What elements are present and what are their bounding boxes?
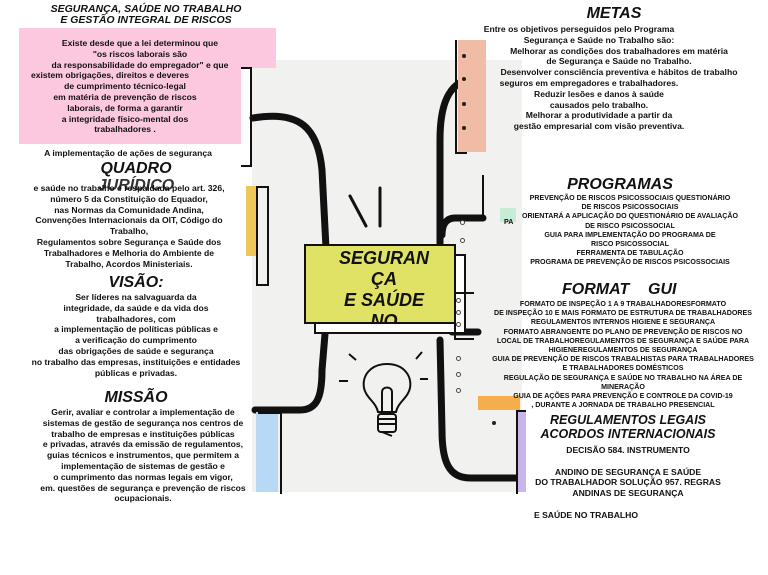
regulamentos-bullet: [492, 421, 496, 425]
quadro-yellow-bar: [246, 186, 256, 256]
pink-note-text: Existe desde que a lei determinou que "o…: [30, 38, 229, 135]
metas-bracket: [455, 40, 467, 154]
visao-heading: VISÃO:: [108, 274, 164, 291]
lightbulb-icon: [339, 351, 428, 437]
metas-bullet: [462, 54, 466, 58]
connector-quadro: [249, 112, 330, 252]
top-left-title: SEGURANÇA, SAÚDE NO TRABALHO E GESTÃO IN…: [50, 3, 242, 26]
formatos-bullet: [456, 356, 461, 361]
center-title-box: SEGURAN ÇA E SAÚDE NO: [304, 244, 456, 324]
programas-heading: PROGRAMAS: [567, 176, 673, 193]
center-title: SEGURAN ÇA E SAÚDE NO: [314, 246, 454, 324]
programas-bracket: [482, 175, 488, 219]
metas-text: Entre os objetivos perseguidos pelo Prog…: [483, 24, 738, 132]
implementation-note: A implementação de ações de segurança: [44, 148, 212, 158]
formatos-heading-right: GUI: [648, 281, 677, 298]
formatos-heading: FORMAT: [562, 281, 630, 298]
formatos-bullet: [456, 322, 461, 327]
formatos-bullet: [456, 388, 461, 393]
formatos-bracket: [454, 292, 474, 340]
pink-note-box: [19, 28, 276, 68]
pink-bracket: [241, 67, 252, 167]
rays-icon: [348, 186, 382, 228]
regulamentos-text: DECISÃO 584. INSTRUMENTO ANDINO DE SEGUR…: [533, 445, 721, 520]
formatos-bullet: [456, 298, 461, 303]
quadro-heading-overlap: JURÍDICO: [97, 177, 175, 194]
formatos-orange-bar: [478, 396, 520, 410]
metas-salmon-bar: [458, 40, 486, 152]
missao-bracket: [258, 412, 282, 494]
programas-bullet: [460, 238, 465, 243]
regulamentos-bracket: [516, 410, 526, 494]
programas-text: PREVENÇÃO DE RISCOS PSICOSSOCIAIS QUESTI…: [521, 194, 739, 267]
formatos-text: FORMATO DE INSPEÇÃO 1 A 9 TRABALHADORESF…: [492, 300, 754, 410]
missao-blue-bar: [256, 412, 278, 492]
missao-heading: MISSÃO: [104, 389, 168, 406]
programas-mint-bar: [500, 208, 516, 222]
missao-text: Gerir, avaliar e controlar a implementaç…: [40, 407, 246, 504]
center-title-line: SEGURAN: [338, 248, 429, 268]
metas-heading: METAS: [586, 5, 642, 22]
connector-missao: [251, 318, 330, 414]
visao-text: Ser líderes na salvaguarda da integridad…: [31, 292, 241, 378]
connector-programas: [438, 214, 487, 239]
metas-bullet: [462, 77, 466, 81]
regulamentos-lavender-bar: [518, 410, 526, 492]
formatos-bullet: [456, 310, 461, 315]
programas-bullet: [460, 220, 465, 225]
metas-bullet: [462, 102, 466, 106]
quadro-bracket: [256, 186, 269, 286]
formatos-bullet: [456, 372, 461, 377]
metas-bullet: [462, 126, 466, 130]
quadro-text: e saúde no trabalho é respaldada pelo ar…: [33, 183, 225, 269]
quadro-heading: QUADRO: [100, 160, 172, 177]
regulamentos-heading: REGULAMENTOS LEGAIS ACORDOS INTERNACIONA…: [540, 413, 716, 441]
pink-note-box-lower: [19, 66, 241, 144]
center-title-line: ÇA: [371, 269, 397, 289]
connector-regulamentos: [436, 336, 522, 482]
center-title-line: E SAÚDE: [343, 290, 424, 310]
center-title-line: NO: [370, 311, 398, 324]
programas-side-fragment: PA: [504, 218, 514, 226]
